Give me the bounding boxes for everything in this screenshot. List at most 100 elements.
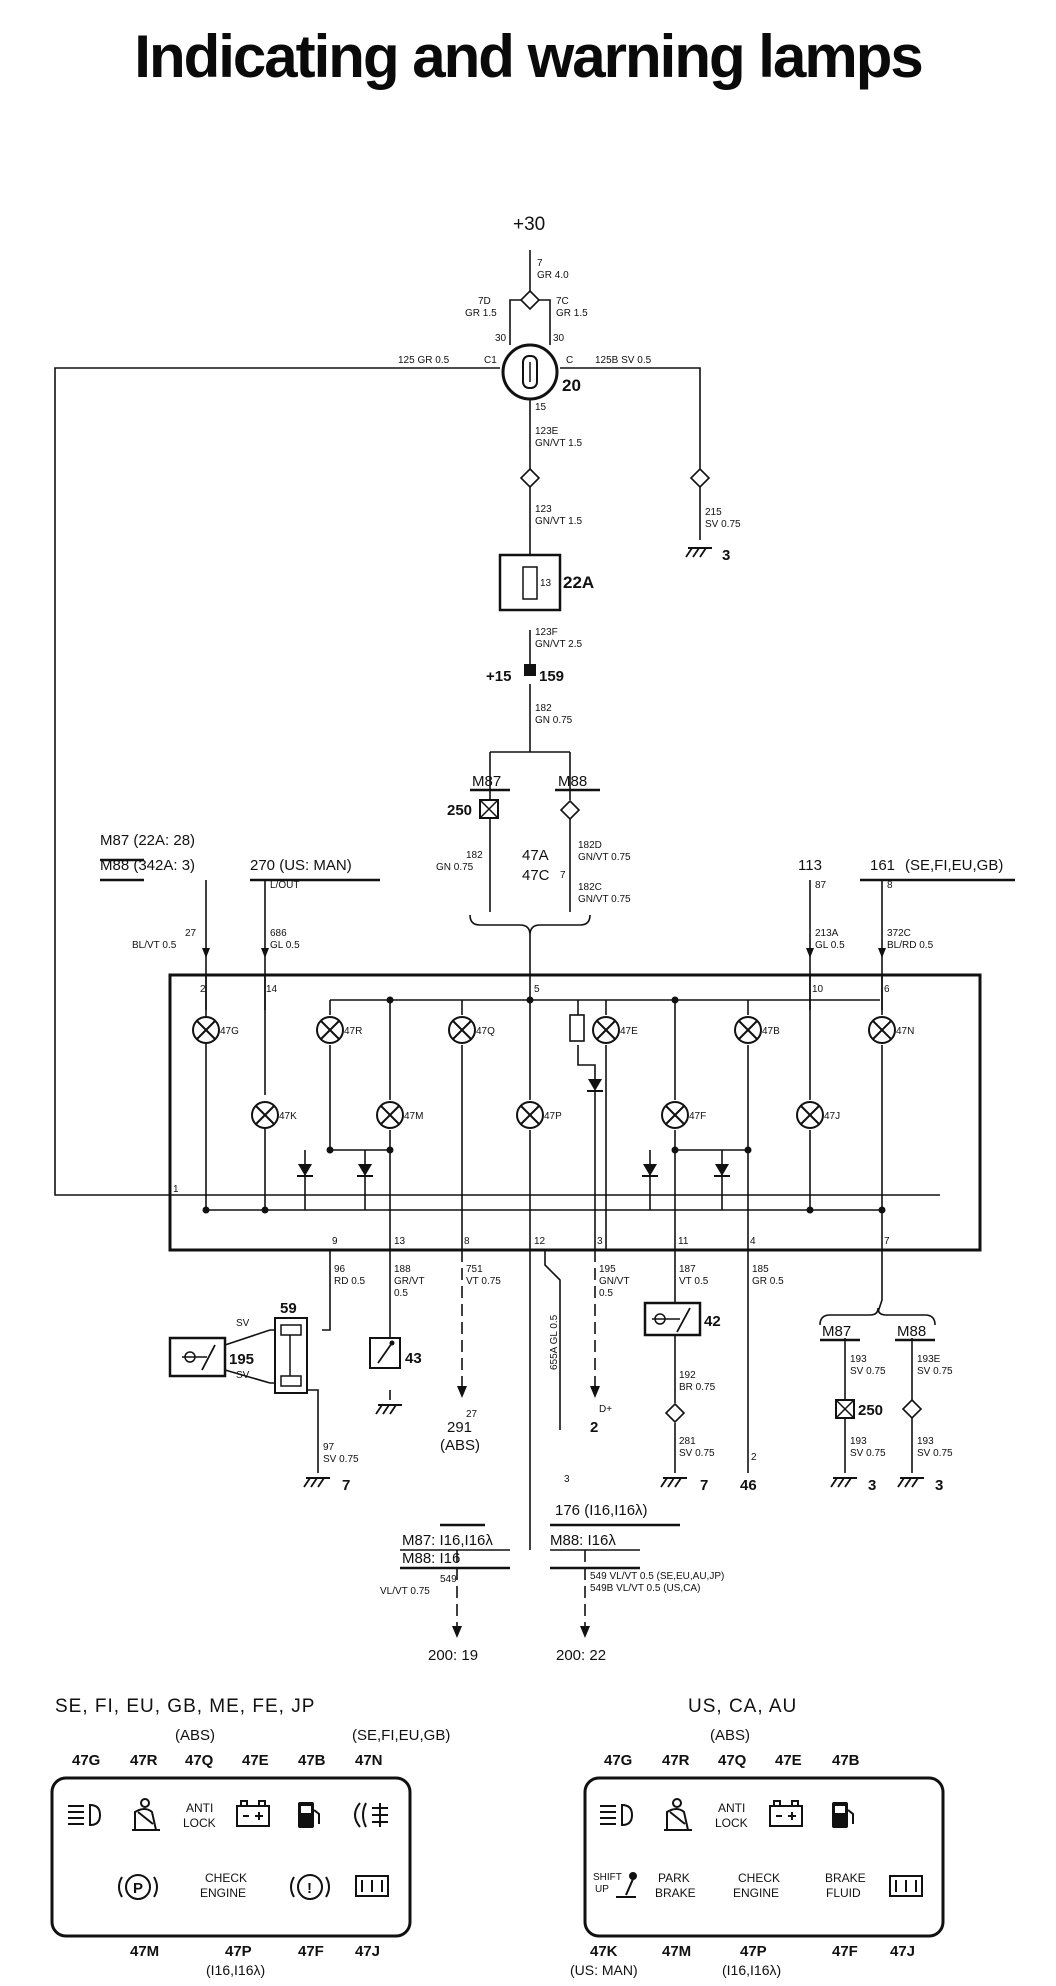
pin-label: 12 [534, 1236, 546, 1247]
wire-label: GN/VT 0.75 [578, 894, 631, 905]
rear-defrost-icon [889, 1875, 923, 1897]
lamp-label: 47F [832, 1943, 858, 1960]
wire-label: 125B SV 0.5 [595, 355, 652, 366]
shift-up-label: UP [595, 1884, 609, 1895]
wire-label: 187 [679, 1264, 696, 1275]
wire-label: GN/VT 1.5 [535, 516, 582, 527]
lamp-label: 47E [242, 1752, 269, 1769]
variant-label: M87: I16,I16λ [402, 1532, 493, 1549]
wire-label: 0.5 [394, 1288, 408, 1299]
variant-note: (I16,I16λ) [206, 1962, 265, 1978]
wire-label: GR 1.5 [465, 308, 497, 319]
lamp-label: 47B [762, 1026, 780, 1037]
component-label: 43 [405, 1350, 422, 1367]
wire-label: 686 [270, 928, 287, 939]
fuel-icon [832, 1802, 854, 1828]
wire-label: GR 1.5 [556, 308, 588, 319]
lower-wires [270, 1250, 936, 1630]
fog-light-icon [354, 1802, 388, 1828]
lamp-label: 47B [298, 1752, 326, 1769]
lamp-label: 47M [404, 1111, 423, 1122]
reference-label: 161 [870, 857, 895, 874]
cluster-right-heading: US, CA, AU [688, 1696, 797, 1717]
wire-label: 188 [394, 1264, 411, 1275]
component-label: 20 [562, 376, 581, 395]
wire-label: BL/RD 0.5 [887, 940, 934, 951]
lamp-label: 47M [130, 1943, 159, 1960]
variant-label: M87 [472, 773, 501, 790]
rear-defrost-icon [355, 1875, 389, 1897]
pin-label: 10 [812, 984, 824, 995]
wire-label: 96 [334, 1264, 346, 1275]
switch-43 [369, 1337, 401, 1369]
lamp-label: 47R [344, 1026, 362, 1037]
reference-label: M87 (22A: 28) [100, 832, 195, 849]
headlight-icon [600, 1803, 634, 1827]
variant-label: M88: I16 [402, 1550, 460, 1567]
wire-label: 549B VL/VT 0.5 (US,CA) [590, 1583, 700, 1594]
wire-label: D+ [599, 1404, 612, 1415]
reference-label: 2 [590, 1419, 598, 1436]
pin-label: 7 [884, 1236, 890, 1247]
wire-label: 7 [537, 258, 543, 269]
wire-label: 2 [751, 1452, 757, 1463]
ground-label: 7 [342, 1477, 350, 1494]
lamp-47F [661, 1101, 689, 1129]
wire-label: VT 0.5 [679, 1276, 709, 1287]
connector-diamond [902, 1399, 922, 1419]
pin-label: 8 [464, 1236, 470, 1247]
wire-label: SV 0.75 [705, 519, 741, 530]
lamp-label: 47J [355, 1943, 380, 1960]
connector-diamond [690, 468, 710, 488]
wire-label: 215 [705, 507, 722, 518]
component-label: 42 [704, 1313, 721, 1330]
wire-label: 0.5 [599, 1288, 613, 1299]
brake-fluid-label: FLUID [826, 1886, 861, 1900]
wire-label: GN/VT 1.5 [535, 438, 582, 449]
wire-label: 192 [679, 1370, 696, 1381]
abs-label: LOCK [715, 1816, 748, 1830]
component-label: 250 [447, 802, 472, 819]
relay-59 [274, 1317, 308, 1394]
pin-label: 14 [266, 984, 278, 995]
wire-label: 193 [850, 1436, 867, 1447]
variant-label: M88 [897, 1323, 926, 1340]
cluster-right-panel [583, 1776, 945, 1938]
lamp-label: 47Q [476, 1026, 495, 1037]
ground-symbol [375, 1404, 403, 1415]
connector-diamond [665, 1403, 685, 1423]
lamp-label: 47N [896, 1026, 914, 1037]
ignition-switch [501, 343, 559, 401]
wire-label: 125 GR 0.5 [398, 355, 450, 366]
wire-label: L/OUT [270, 880, 299, 891]
connector-diamond [520, 468, 540, 488]
wire-label: BL/VT 0.5 [132, 940, 177, 951]
pin-label: 13 [540, 578, 552, 589]
reference-label: (ABS) [440, 1437, 480, 1454]
ground-symbol [685, 547, 713, 558]
wire-label: GN 0.75 [436, 862, 474, 873]
brake-fluid-label: BRAKE [825, 1871, 866, 1885]
abs-label: LOCK [183, 1816, 216, 1830]
lamp-label: 47E [620, 1026, 638, 1037]
component-label: 22A [563, 573, 594, 592]
wire-label: GR 0.5 [752, 1276, 784, 1287]
svg-text:!: ! [307, 1880, 312, 1897]
wire-label: 549 VL/VT 0.5 (SE,EU,AU,JP) [590, 1571, 724, 1582]
lamp-label: 47J [890, 1943, 915, 1960]
pin-label: 9 [332, 1236, 338, 1247]
variant-note: (US: MAN) [570, 1962, 638, 1978]
lamp-label: 47P [740, 1943, 767, 1960]
connector-diamond [560, 800, 580, 820]
supply-label: +15 [486, 668, 511, 685]
wire-label: 7C [556, 296, 569, 307]
lamp-47B [734, 1016, 762, 1044]
cluster-left-top-labels: 47G 47R 47Q 47E 47B 47N [72, 1752, 383, 1769]
variant-label: M88 [558, 773, 587, 790]
parking-brake-icon: P [118, 1874, 158, 1900]
pin-label: 6 [884, 984, 890, 995]
lamp-label: 47G [220, 1026, 239, 1037]
reference-label: 176 (I16,I16λ) [555, 1502, 648, 1519]
lamp-label: 47F [689, 1111, 706, 1122]
